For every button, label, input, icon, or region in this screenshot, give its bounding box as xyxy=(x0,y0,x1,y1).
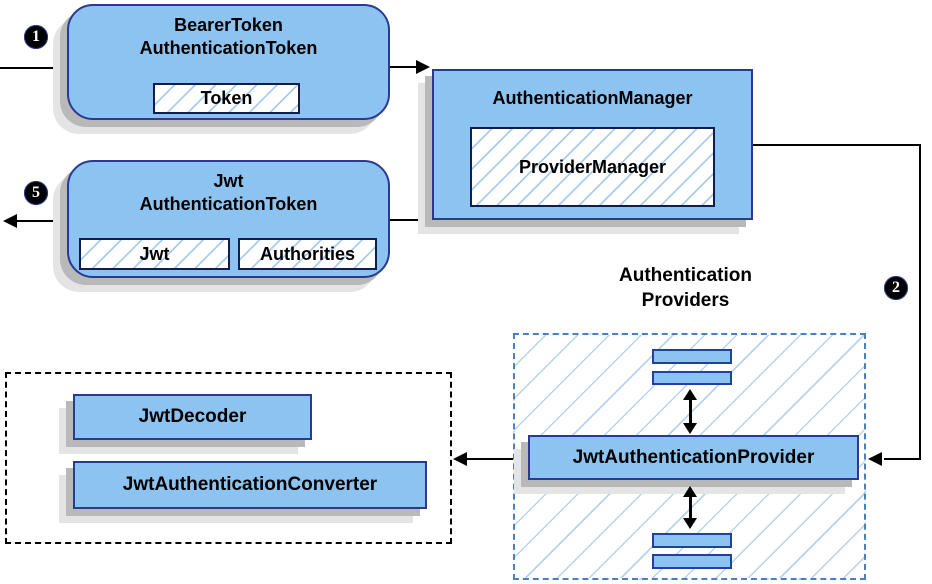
flow-line-vertical-right xyxy=(919,144,921,460)
bearer-token-title: BearerToken AuthenticationToken xyxy=(69,6,388,60)
provider-placeholder-bar xyxy=(652,371,732,385)
jwt-decoder-node: JwtDecoder xyxy=(73,394,312,440)
provider-placeholder-bar xyxy=(652,533,732,548)
authentication-providers-title-line1: Authentication xyxy=(619,265,752,286)
jwt-token-title-line1: Jwt xyxy=(213,171,244,191)
flow-line-into-provider xyxy=(884,458,921,460)
step-1-badge: 1 xyxy=(24,25,48,49)
arrowhead-right-icon xyxy=(416,60,430,74)
provider-placeholder-bar xyxy=(652,554,732,569)
bearer-token-title-line1: BearerToken xyxy=(174,15,283,35)
flow-line-manager-to-jwt-token xyxy=(390,219,432,221)
arrowhead-left-icon xyxy=(453,452,467,466)
flow-line-request-in xyxy=(0,67,67,69)
jwt-token-title-line2: AuthenticationToken xyxy=(139,194,318,215)
provider-placeholder-bar xyxy=(652,349,732,364)
bearer-token-node: BearerToken AuthenticationToken Token xyxy=(67,4,390,120)
provider-manager-chip: ProviderManager xyxy=(470,127,715,207)
authentication-manager-title: AuthenticationManager xyxy=(492,88,693,108)
authentication-providers-title: Authentication Providers xyxy=(553,264,818,313)
flow-line-manager-right xyxy=(753,144,921,146)
flow-line-provider-to-decoder-group xyxy=(467,458,513,460)
jwt-authentication-converter-node: JwtAuthenticationConverter xyxy=(73,461,427,509)
flow-line-bearer-to-manager xyxy=(390,66,418,68)
bidirectional-arrow-icon xyxy=(682,389,698,434)
token-chip: Token xyxy=(153,83,300,114)
authorities-chip: Authorities xyxy=(238,238,377,270)
jwt-authentication-provider-node: JwtAuthenticationProvider xyxy=(528,435,859,480)
bidirectional-arrow-icon xyxy=(682,486,698,529)
arrowhead-left-icon xyxy=(3,214,17,228)
step-2-badge: 2 xyxy=(884,276,908,300)
arrowhead-left-icon xyxy=(868,452,882,466)
flow-line-result-out xyxy=(16,220,67,222)
bearer-token-title-line2: AuthenticationToken xyxy=(139,38,318,59)
jwt-chip: Jwt xyxy=(79,238,230,270)
jwt-token-node: Jwt AuthenticationToken Jwt Authorities xyxy=(67,160,390,278)
jwt-token-title: Jwt AuthenticationToken xyxy=(69,162,388,216)
authentication-providers-title-line2: Providers xyxy=(641,289,730,311)
authentication-manager-node: AuthenticationManager ProviderManager xyxy=(432,69,753,220)
step-5-badge: 5 xyxy=(24,181,48,205)
